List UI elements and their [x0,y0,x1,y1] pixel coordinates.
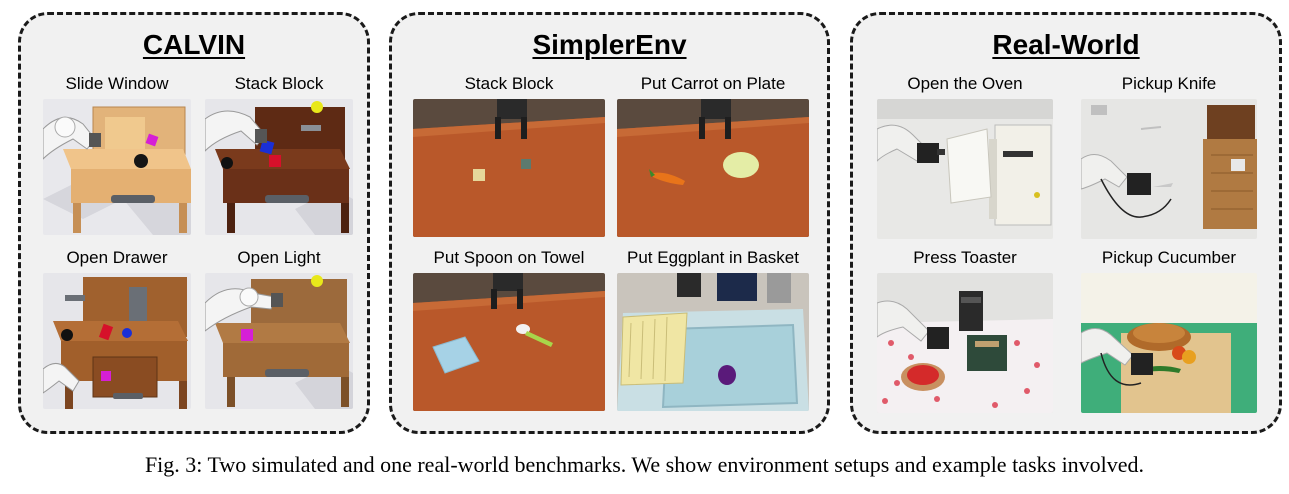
figure-caption: Fig. 3: Two simulated and one real-world… [144,452,1145,477]
task-stack-block-calvin: Stack Block [205,73,353,235]
task-label: Open the Oven [907,74,1023,93]
task-stack-block-simpler: Stack Block [413,73,605,237]
task-label: Open Drawer [66,248,168,267]
task-image-pickup-cucumber [1081,273,1257,413]
task-image-open-the-oven [877,99,1053,239]
task-open-drawer: Open Drawer [43,247,191,409]
task-put-eggplant-in-basket: Put Eggplant in Basket [617,247,809,411]
task-image-slide-window [43,99,191,235]
task-put-carrot-on-plate: Put Carrot on Plate [617,73,809,237]
task-image-stack-block-calvin [205,99,353,235]
task-put-spoon-on-towel: Put Spoon on Towel [413,247,605,411]
task-label: Open Light [237,248,321,267]
task-label: Put Eggplant in Basket [626,248,799,267]
realworld-panel: Real-World Open the Oven Pickup Knife [850,12,1282,434]
task-image-open-light [205,273,353,409]
task-label: Put Carrot on Plate [640,74,786,93]
task-image-put-carrot-on-plate [617,99,809,237]
task-label: Slide Window [65,74,169,93]
task-pickup-knife: Pickup Knife [1081,73,1257,239]
task-open-the-oven: Open the Oven [877,73,1053,239]
task-open-light: Open Light [205,247,353,409]
task-press-toaster: Press Toaster [877,247,1053,413]
task-label: Stack Block [464,74,554,93]
task-label: Stack Block [234,74,324,93]
task-image-put-spoon-on-towel [413,273,605,411]
task-slide-window: Slide Window [43,73,191,235]
task-image-put-eggplant-in-basket [617,273,809,411]
task-image-press-toaster [877,273,1053,413]
task-image-open-drawer [43,273,191,409]
panel-title-calvin: CALVIN [142,29,246,60]
task-label: Pickup Knife [1121,74,1217,93]
panel-title-simplerenv: SimplerEnv [532,29,687,60]
task-label: Put Spoon on Towel [433,248,585,267]
simplerenv-panel: SimplerEnv Stack Block Put Carrot on Pla… [389,12,830,434]
task-label: Pickup Cucumber [1101,248,1237,267]
panel-title-realworld: Real-World [992,29,1140,60]
task-pickup-cucumber: Pickup Cucumber [1081,247,1257,413]
task-label: Press Toaster [913,248,1017,267]
calvin-panel: CALVIN Slide Window [18,12,370,434]
task-image-pickup-knife [1081,99,1257,239]
task-image-stack-block-simpler [413,99,605,237]
